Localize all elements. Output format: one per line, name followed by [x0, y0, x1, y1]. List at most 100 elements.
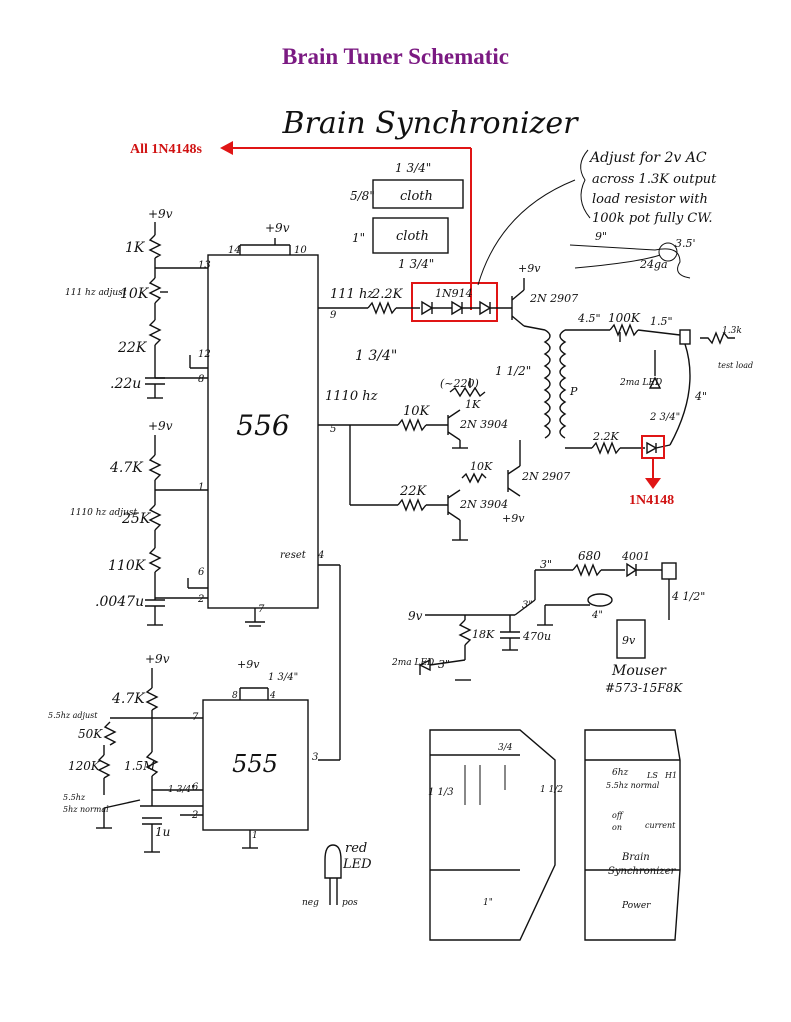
svg-text:1": 1" [352, 231, 365, 245]
svg-text:LED: LED [342, 857, 372, 872]
signal-labels: 111 hz 1 3/4" 1110 hz 1 1/2" [318, 287, 531, 506]
svg-text:2N 3904: 2N 3904 [459, 498, 508, 511]
svg-text:9v: 9v [408, 609, 423, 623]
adjust-note: Adjust for 2v AC across 1.3K output load… [477, 149, 717, 286]
svg-text:2N 2907: 2N 2907 [529, 292, 578, 305]
svg-text:#573-15F8K: #573-15F8K [605, 681, 683, 695]
svg-text:8: 8 [232, 691, 238, 701]
svg-text:1.5": 1.5" [650, 315, 673, 328]
page-title: Brain Tuner Schematic [281, 44, 510, 69]
timing-chain-1110hz: +9v 4.7K 25K 1110 hz adjust 110K .0047u [70, 419, 208, 626]
svg-text:1.3k: 1.3k [722, 326, 742, 336]
svg-text:.0047u: .0047u [95, 594, 144, 610]
svg-text:10: 10 [294, 245, 307, 256]
svg-text:5: 5 [330, 424, 336, 435]
svg-text:4.5": 4.5" [577, 312, 601, 325]
earphone-sketch: 9" 3.5' 24ga [569, 230, 696, 279]
ic-555: 555 +9v 1 3/4" 8 4 7 6 2 3 1 [191, 658, 318, 849]
svg-text:5/8": 5/8" [350, 189, 375, 203]
svg-text:3.5': 3.5' [675, 237, 696, 250]
svg-text:4": 4" [591, 610, 603, 621]
svg-text:18K: 18K [472, 628, 495, 641]
svg-text:2.2K: 2.2K [371, 287, 404, 302]
svg-text:(~220): (~220) [440, 377, 479, 390]
svg-text:Brain: Brain [621, 852, 650, 863]
svg-text:3": 3" [438, 658, 450, 671]
svg-text:pos: pos [342, 898, 358, 908]
svg-text:+9v: +9v [237, 658, 260, 671]
enclosure-sketch-left: 3/4 1 1/3 1 1/2 1" [428, 729, 563, 941]
svg-text:1 3/4": 1 3/4" [355, 348, 397, 364]
svg-text:4: 4 [317, 550, 324, 561]
svg-text:6hz: 6hz [612, 768, 629, 778]
svg-text:+9v: +9v [148, 207, 173, 221]
svg-text:556: 556 [236, 409, 289, 442]
svg-text:10K: 10K [403, 404, 431, 419]
svg-text:100K: 100K [608, 311, 641, 325]
svg-text:3/4: 3/4 [498, 743, 513, 753]
svg-text:1": 1" [483, 898, 493, 908]
handwritten-title: Brain Synchronizer [282, 106, 580, 141]
svg-text:test load: test load [718, 361, 753, 370]
svg-text:4.7K: 4.7K [109, 460, 144, 476]
ic-556: 556 +9v 14 10 13 12 8 9 5 1 6 2 7 4 rese… [197, 221, 341, 761]
svg-text:cloth: cloth [400, 189, 433, 204]
svg-text:22K: 22K [399, 484, 428, 499]
svg-text:red: red [345, 841, 367, 856]
svg-text:1 1/3: 1 1/3 [428, 787, 454, 798]
svg-text:Mouser: Mouser [611, 663, 667, 679]
svg-text:Power: Power [621, 901, 651, 911]
cloth-pieces: 1 3/4" 5/8" cloth 1" cloth 1 3/4" [350, 161, 464, 271]
svg-text:5.5hz adjust: 5.5hz adjust [48, 711, 98, 720]
svg-text:10K: 10K [470, 460, 493, 473]
svg-text:120K: 120K [68, 759, 101, 773]
led-sketch: red LED neg pos [302, 841, 372, 908]
svg-text:2 3/4": 2 3/4" [649, 412, 680, 423]
svg-text:+9v: +9v [265, 221, 290, 235]
svg-text:1 3/4": 1 3/4" [168, 785, 195, 795]
driver-section: 2.2K 1N914 2N 2907 +9v (~220) 1K 10K 2N … [367, 262, 578, 541]
svg-text:1K: 1K [465, 398, 481, 411]
svg-text:9: 9 [330, 310, 337, 321]
svg-text:P: P [569, 385, 578, 398]
svg-text:Adjust for 2v AC: Adjust for 2v AC [588, 150, 707, 166]
annotation-diode-1n4148: 1N4148 [629, 435, 674, 508]
svg-text:10K: 10K [120, 286, 150, 302]
svg-text:LS: LS [646, 771, 658, 780]
svg-text:+9v: +9v [518, 262, 541, 275]
svg-text:across 1.3K output: across 1.3K output [592, 172, 717, 187]
svg-text:5hz normal: 5hz normal [63, 805, 109, 814]
svg-text:Synchronizer: Synchronizer [608, 866, 677, 877]
svg-text:470u: 470u [522, 630, 551, 643]
svg-text:555: 555 [232, 750, 278, 778]
enclosure-sketch-right: 6hz 5.5hz normal LS H1 off on current Br… [584, 729, 681, 941]
svg-text:6: 6 [192, 782, 199, 793]
svg-text:24ga: 24ga [639, 258, 668, 271]
transformer-output: P 4.5" 100K 1.5" 2ma LED 2 3/4" 4" 2.2K … [559, 311, 753, 455]
svg-text:1u: 1u [155, 825, 170, 839]
svg-text:5.5hz normal: 5.5hz normal [606, 781, 660, 790]
svg-text:1K: 1K [125, 240, 146, 256]
timing-chain-111hz: +9v 1K 10K 111 hz adjust 22K .22u [65, 207, 208, 399]
svg-text:+9v: +9v [148, 419, 173, 433]
svg-text:25K: 25K [121, 511, 152, 527]
svg-text:1N914: 1N914 [435, 287, 473, 300]
svg-text:1 1/2": 1 1/2" [495, 364, 531, 378]
svg-text:1N4148: 1N4148 [629, 493, 674, 508]
svg-text:22K: 22K [117, 340, 148, 356]
svg-text:100k pot fully CW.: 100k pot fully CW. [592, 211, 712, 226]
svg-text:on: on [612, 823, 622, 832]
svg-text:5.5hz: 5.5hz [63, 793, 86, 802]
svg-text:1: 1 [252, 831, 258, 841]
svg-text:2N 3904: 2N 3904 [459, 418, 508, 431]
svg-text:2ma LED: 2ma LED [391, 658, 434, 668]
svg-text:reset: reset [280, 550, 307, 561]
svg-text:3": 3" [540, 558, 552, 571]
svg-text:4001: 4001 [621, 550, 650, 563]
svg-text:7: 7 [258, 604, 265, 615]
svg-text:1110 hz: 1110 hz [325, 389, 378, 404]
svg-text:14: 14 [228, 245, 241, 256]
svg-text:3: 3 [312, 752, 318, 763]
svg-text:50K: 50K [78, 727, 103, 741]
